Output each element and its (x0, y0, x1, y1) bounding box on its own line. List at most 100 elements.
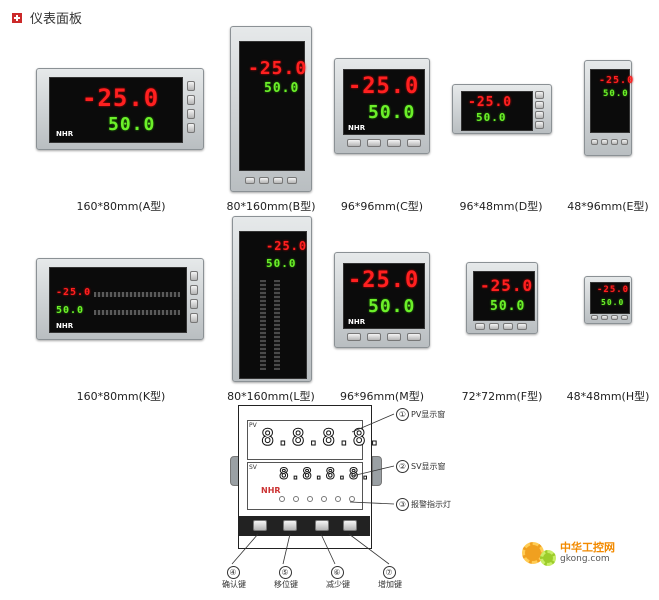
pv-digits: 8.8.8.8. (261, 426, 383, 451)
meter-key[interactable] (187, 123, 195, 133)
meter-key[interactable] (259, 177, 269, 184)
meter-key[interactable] (245, 177, 255, 184)
meter-screen: -25.0 50.0 (590, 69, 633, 133)
brand-logo: NHR (348, 318, 366, 326)
meter-m: -25.0 50.0 NHR (334, 252, 430, 348)
meter-a: -25.0 50.0 NHR (36, 68, 204, 150)
meter-d: -25.0 50.0 (452, 84, 552, 134)
meter-k: -25.0 50.0 NHR (36, 258, 204, 340)
meter-key[interactable] (387, 139, 401, 147)
meter-key[interactable] (187, 109, 195, 119)
callout-number: ② (396, 460, 409, 473)
meter-key[interactable] (621, 315, 628, 320)
plus-icon (12, 12, 22, 23)
meter-key[interactable] (367, 333, 381, 341)
meter-key[interactable] (489, 323, 499, 330)
meter-key[interactable] (535, 121, 544, 129)
meter-e: -25.0 50.0 (584, 60, 633, 156)
meter-key[interactable] (287, 177, 297, 184)
meter-screen: -25.0 50.0 (590, 282, 630, 314)
meter-key[interactable] (503, 323, 513, 330)
pv-display: -25.0 (599, 75, 635, 86)
alarm-leds (279, 496, 355, 502)
meter-key[interactable] (591, 315, 598, 320)
sv-display: 50.0 (476, 111, 507, 124)
brand-logo: NHR (56, 130, 74, 138)
brand-logo: NHR (348, 124, 366, 132)
section-title: 仪表面板 (30, 12, 83, 27)
callout-number: ⑥ (330, 566, 344, 579)
caption-c: 96*96mm(C型) (340, 200, 424, 213)
meter-key[interactable] (407, 333, 421, 341)
mounting-clip (372, 456, 382, 486)
pv-display: -25.0 (56, 287, 92, 298)
meter-key[interactable] (611, 139, 618, 145)
meter-screen: -25.0 50.0 (461, 91, 533, 131)
shift-key-icon[interactable] (283, 520, 297, 531)
watermark-url: gkong.com (560, 554, 610, 565)
meter-screen: -25.0 50.0 (473, 271, 535, 321)
meter-screen: -25.0 50.0 NHR (49, 267, 187, 333)
meter-key[interactable] (273, 177, 283, 184)
caption-b: 80*160mm(B型) (226, 200, 316, 213)
meter-key[interactable] (190, 285, 198, 295)
meter-key[interactable] (190, 313, 198, 323)
meter-key[interactable] (190, 271, 198, 281)
meter-key[interactable] (535, 101, 544, 109)
sv-display: 50.0 (368, 296, 416, 317)
watermark: 中华工控网 gkong.com (522, 540, 615, 566)
meter-key[interactable] (611, 315, 618, 320)
meter-key[interactable] (190, 299, 198, 309)
meter-key[interactable] (535, 111, 544, 119)
meter-key[interactable] (187, 81, 195, 91)
callout-number: ⑦ (382, 566, 396, 579)
caption-k: 160*80mm(K型) (76, 390, 166, 403)
meter-key[interactable] (347, 333, 361, 341)
meter-c: -25.0 50.0 NHR (334, 58, 430, 154)
meter-b: -25.0 50.0 (230, 26, 312, 192)
meter-key[interactable] (591, 139, 598, 145)
pv-display: -25.0 (468, 95, 513, 110)
sv-display: 50.0 (368, 102, 416, 123)
meter-key[interactable] (407, 139, 421, 147)
pv-display: -25.0 (266, 239, 308, 253)
meter-key[interactable] (347, 139, 361, 147)
pv-display: -25.0 (348, 74, 420, 99)
meter-key[interactable] (517, 323, 527, 330)
brand-logo: NHR (56, 322, 74, 330)
caption-h: 48*48mm(H型) (566, 390, 650, 403)
meter-key[interactable] (601, 315, 608, 320)
pv-display: -25.0 (248, 58, 308, 79)
bar-graph (94, 310, 180, 315)
sv-window-box (247, 462, 363, 510)
confirm-key-icon[interactable] (253, 520, 267, 531)
meter-key[interactable] (601, 139, 608, 145)
meter-screen: -25.0 50.0 (239, 41, 308, 171)
increase-key-icon[interactable] (343, 520, 357, 531)
sv-display: 50.0 (56, 305, 85, 316)
bar-graph (260, 280, 266, 370)
caption-e: 48*96mm(E型) (567, 200, 649, 213)
sv-display: 50.0 (601, 298, 625, 307)
meter-f: -25.0 50.0 (466, 262, 538, 334)
decrease-key-icon[interactable] (315, 520, 329, 531)
pv-label: PV (249, 422, 257, 429)
caption-a: 160*80mm(A型) (76, 200, 166, 213)
callout-number: ④ (226, 566, 240, 579)
meter-key[interactable] (621, 139, 628, 145)
meter-key[interactable] (535, 91, 544, 99)
meter-l: -25.0 50.0 (232, 216, 312, 382)
caption-m: 96*96mm(M型) (340, 390, 424, 403)
brand-mark: NHR (261, 486, 281, 495)
meter-key[interactable] (387, 333, 401, 341)
meter-key[interactable] (367, 139, 381, 147)
sv-display: 50.0 (490, 299, 526, 314)
bar-graph (94, 292, 180, 297)
meter-key[interactable] (187, 95, 195, 105)
meter-key[interactable] (475, 323, 485, 330)
